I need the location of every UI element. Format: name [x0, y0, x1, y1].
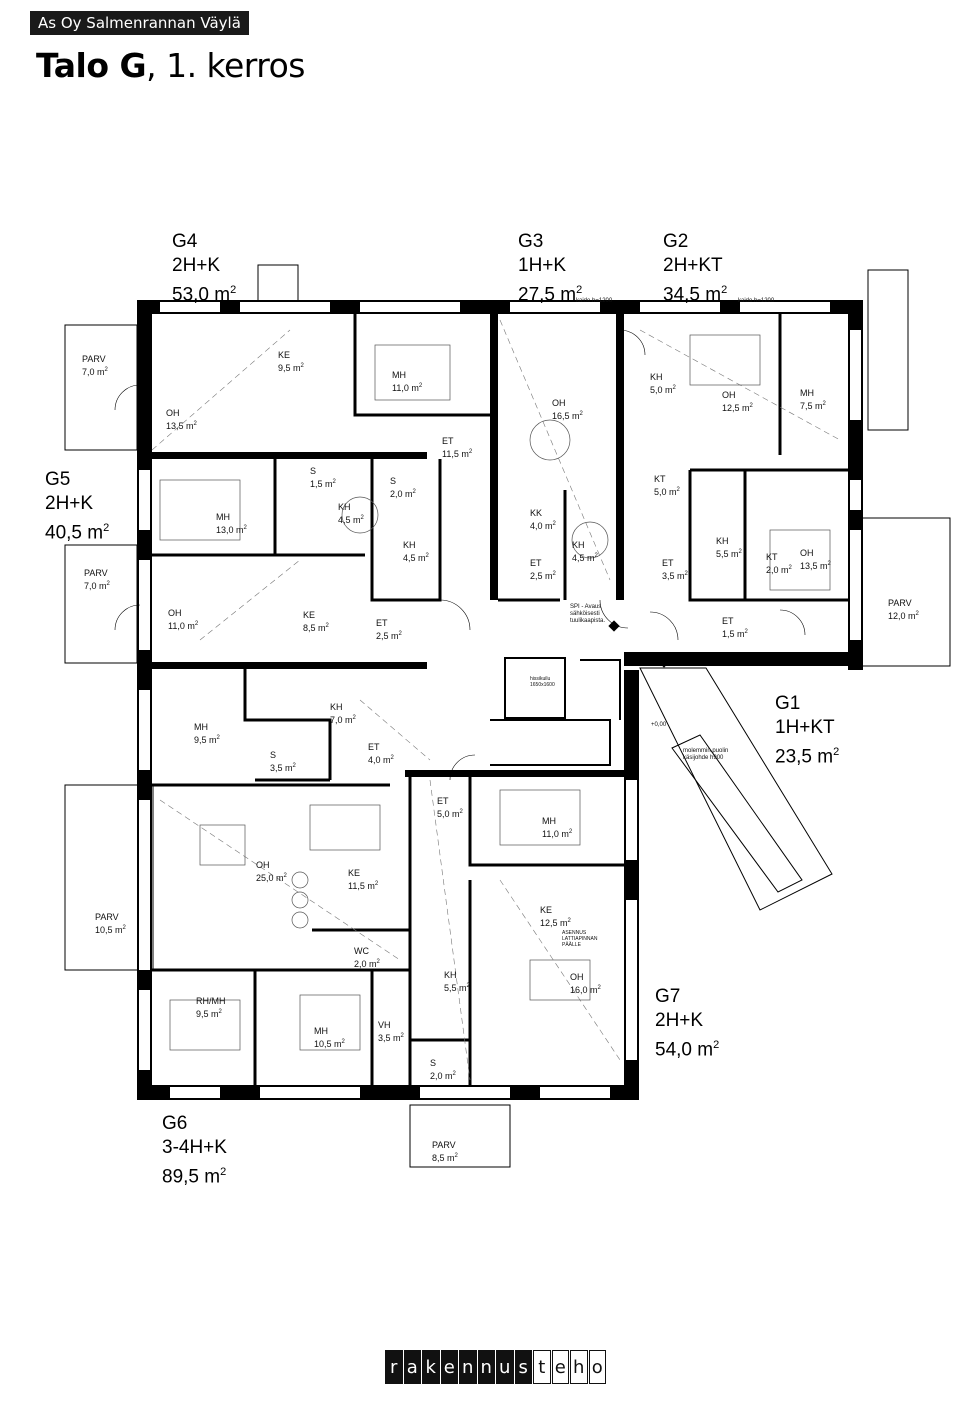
- note-kaide: kaide h=1200: [738, 298, 775, 304]
- note-elevator: hissikuilu 1650x1600: [530, 676, 555, 688]
- note-install: ASENNUS LATTIAPINNAN PÄÄLLE: [562, 930, 598, 948]
- page-title: Talo G, 1. kerros: [36, 46, 305, 85]
- ramp: [639, 667, 833, 911]
- balcony-g6-south: [409, 1104, 511, 1168]
- note-kaide: kaide h=1200: [576, 298, 613, 304]
- balcony-g1: [861, 517, 951, 667]
- floor-name: , 1. kerros: [146, 46, 305, 85]
- project-tag: As Oy Salmenrannan Väylä: [30, 11, 249, 35]
- balcony-g5: [64, 544, 138, 664]
- balcony-g6-west: [64, 784, 154, 971]
- balcony-g4: [64, 324, 138, 451]
- note-spi: SPI - Avaus sähköisesti tuulikaapista.: [570, 604, 606, 624]
- building-name: Talo G: [36, 46, 147, 85]
- note-level: +0,00: [651, 722, 667, 728]
- elevator-shaft: [504, 657, 566, 719]
- note-ramp-handrail: molemmin puolin käsijohde h900: [683, 748, 729, 761]
